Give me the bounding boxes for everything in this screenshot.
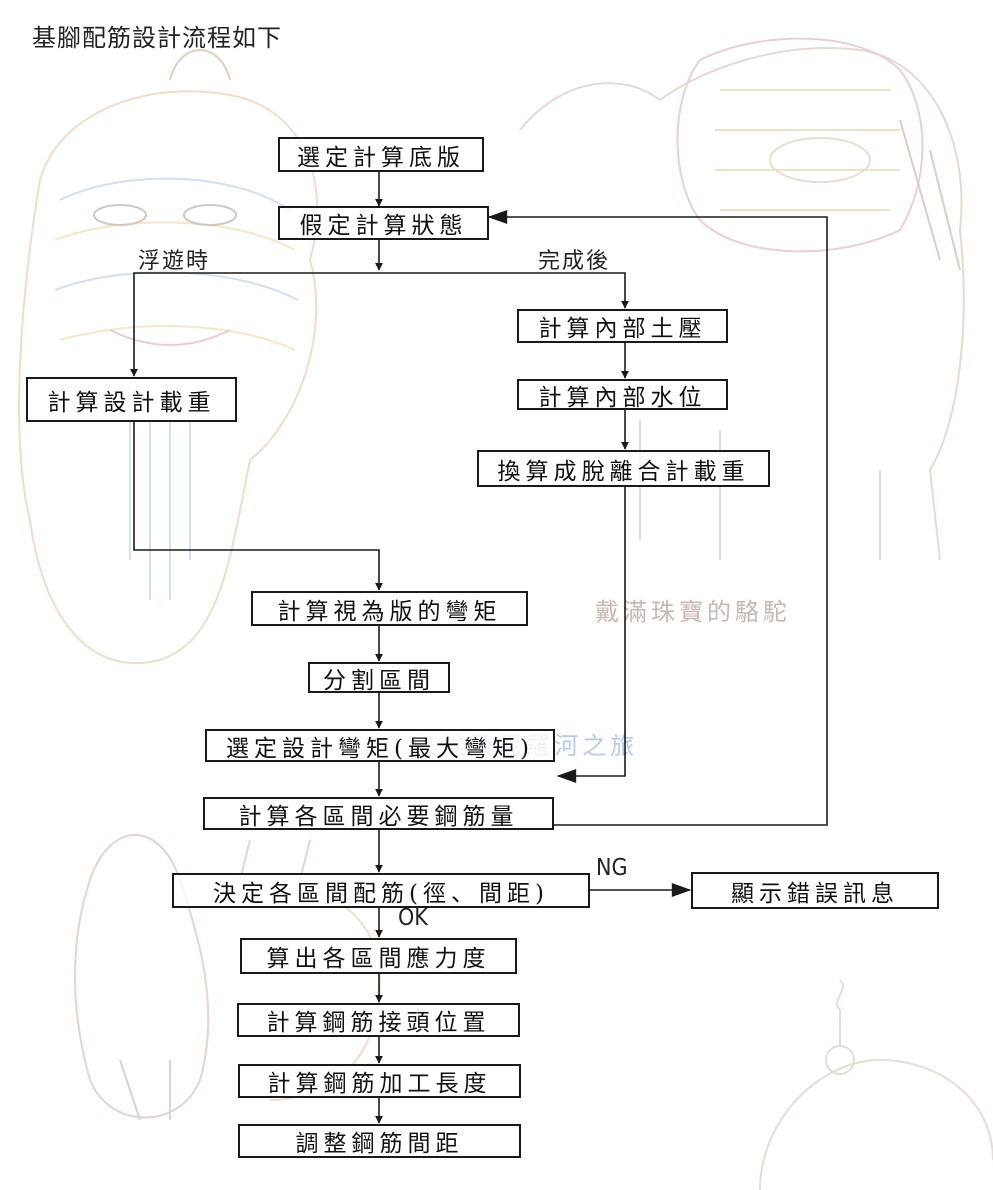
node-assume-state: 假定計算狀態 [278,206,489,240]
node-calc-stress: 算出各區間應力度 [240,938,517,974]
node-select-slab: 選定計算底版 [278,137,484,172]
node-split-section: 分割區間 [308,662,450,694]
watermark-camel: 戴滿珠寶的駱駝 [595,598,791,626]
label-floating: 浮遊時 [138,249,211,274]
edge-design-load-to-moment [133,422,383,591]
camel-sketch [519,37,965,561]
lamp-sketch [759,979,993,1190]
node-design-load: 計算設計載重 [26,377,237,422]
node-slab-moment: 計算視為版的彎矩 [251,591,528,626]
node-decide-rebar: 決定各區間配筋(徑、間距) [172,873,590,908]
node-joint-position: 計算鋼筋接頭位置 [237,1003,520,1037]
edge-completed-branch [379,272,629,309]
node-required-rebar: 計算各區間必要鋼筋量 [203,797,554,830]
node-show-error: 顯示錯誤訊息 [691,872,939,909]
label-ok: OK [398,905,428,931]
edge-loop-back [487,210,828,826]
edge-convert-to-required [556,487,626,783]
label-completed: 完成後 [538,249,611,274]
node-process-length: 計算鋼筋加工長度 [238,1064,521,1098]
node-internal-soil: 計算內部土壓 [517,309,728,343]
pharaoh-sketch [18,49,319,665]
node-convert-load: 換算成脫離合計載重 [477,450,770,487]
label-ng: NG [596,855,628,881]
page-title: 基腳配筋設計流程如下 [32,24,282,52]
node-adjust-spacing: 調整鋼筋間距 [238,1124,521,1158]
node-select-moment: 選定設計彎矩(最大彎矩) [205,729,555,762]
node-internal-water: 計算內部水位 [517,379,728,411]
edge-floating-branch [130,272,379,377]
